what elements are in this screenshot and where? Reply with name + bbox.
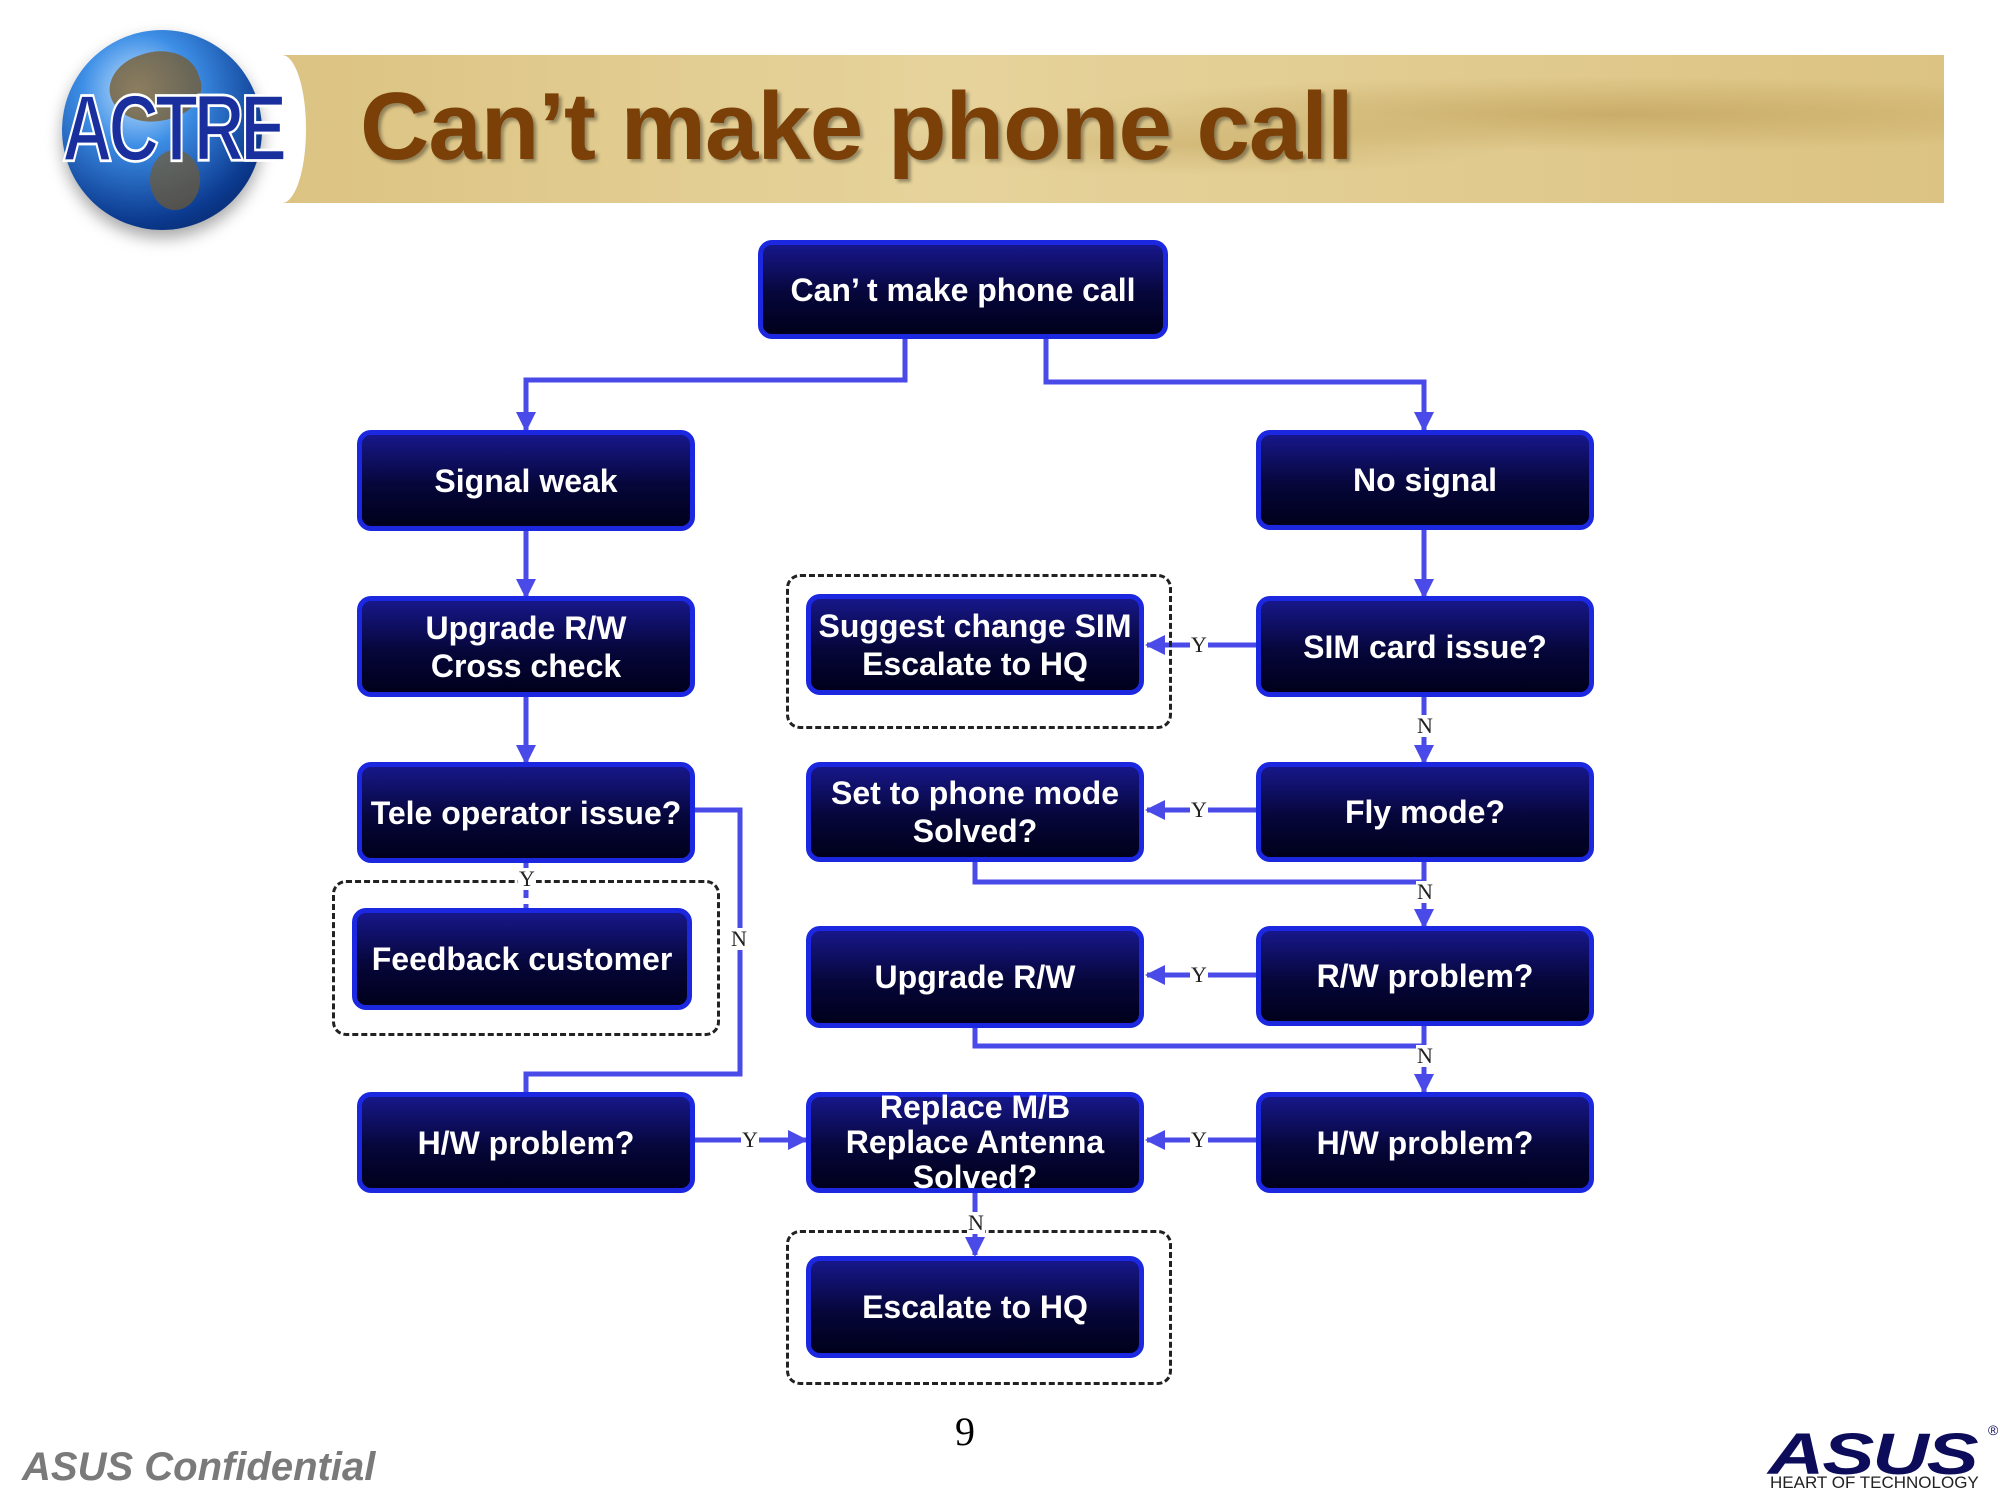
banner-curve <box>258 55 306 203</box>
node-suggest-sim: Suggest change SIM Escalate to HQ <box>806 594 1144 695</box>
edge-label-no: N <box>1416 879 1434 904</box>
title-banner <box>282 55 1944 203</box>
node-sim-issue: SIM card issue? <box>1256 596 1594 697</box>
edge-label-no: N <box>1416 1043 1434 1068</box>
node-replace-mb: Replace M/B Replace Antenna Solved? <box>806 1090 1144 1195</box>
edge-set-phone-to-rw <box>972 860 1424 885</box>
asus-tagline: HEART OF TECHNOLOGY <box>1770 1473 1979 1492</box>
node-fly-mode: Fly mode? <box>1256 762 1594 862</box>
node-feedback-customer: Feedback customer <box>352 908 692 1010</box>
dashed-group-suggest-sim <box>786 574 1172 729</box>
node-hw-problem-right: H/W problem? <box>1256 1092 1594 1193</box>
node-upgrade-crosscheck: Upgrade R/W Cross check <box>357 596 695 697</box>
node-upgrade-rw: Upgrade R/W <box>806 926 1144 1028</box>
asus-logo: ASUS <box>1768 1420 1979 1487</box>
edge-tele-operator-to-hw-left <box>523 807 743 1095</box>
globe-land-shape <box>150 150 200 210</box>
edge-label-yes: Y <box>1190 797 1208 822</box>
edge-label-no: N <box>1416 713 1434 738</box>
edge-label-no: N <box>730 926 748 951</box>
edge-label-yes: Y <box>518 866 536 891</box>
page-title: Can’t make phone call <box>360 73 1354 180</box>
actre-logo-text: ACTRE <box>61 74 288 182</box>
edge-label-yes: Y <box>1190 1127 1208 1152</box>
registered-mark-icon: ® <box>1988 1422 1999 1438</box>
node-escalate-hq: Escalate to HQ <box>806 1256 1144 1358</box>
edge-label-yes: Y <box>1190 632 1208 657</box>
confidential-label: ASUS Confidential <box>22 1445 376 1489</box>
node-no-signal: No signal <box>1256 430 1594 530</box>
node-rw-problem: R/W problem? <box>1256 926 1594 1026</box>
node-set-phone-mode: Set to phone mode Solved? <box>806 762 1144 862</box>
node-signal-weak: Signal weak <box>357 430 695 531</box>
edge-start-to-signal-weak <box>516 335 908 432</box>
page-number: 9 <box>955 1409 975 1454</box>
edge-label-yes: Y <box>741 1127 759 1152</box>
edge-label-no: N <box>967 1210 985 1235</box>
edge-upgrade-rw-to-hw-right <box>972 1026 1424 1049</box>
node-hw-problem-left: H/W problem? <box>357 1092 695 1193</box>
node-tele-operator: Tele operator issue? <box>357 762 695 863</box>
node-start: Can’ t make phone call <box>758 240 1168 339</box>
edge-start-to-no-signal <box>1043 335 1434 432</box>
edge-label-yes: Y <box>1190 962 1208 987</box>
